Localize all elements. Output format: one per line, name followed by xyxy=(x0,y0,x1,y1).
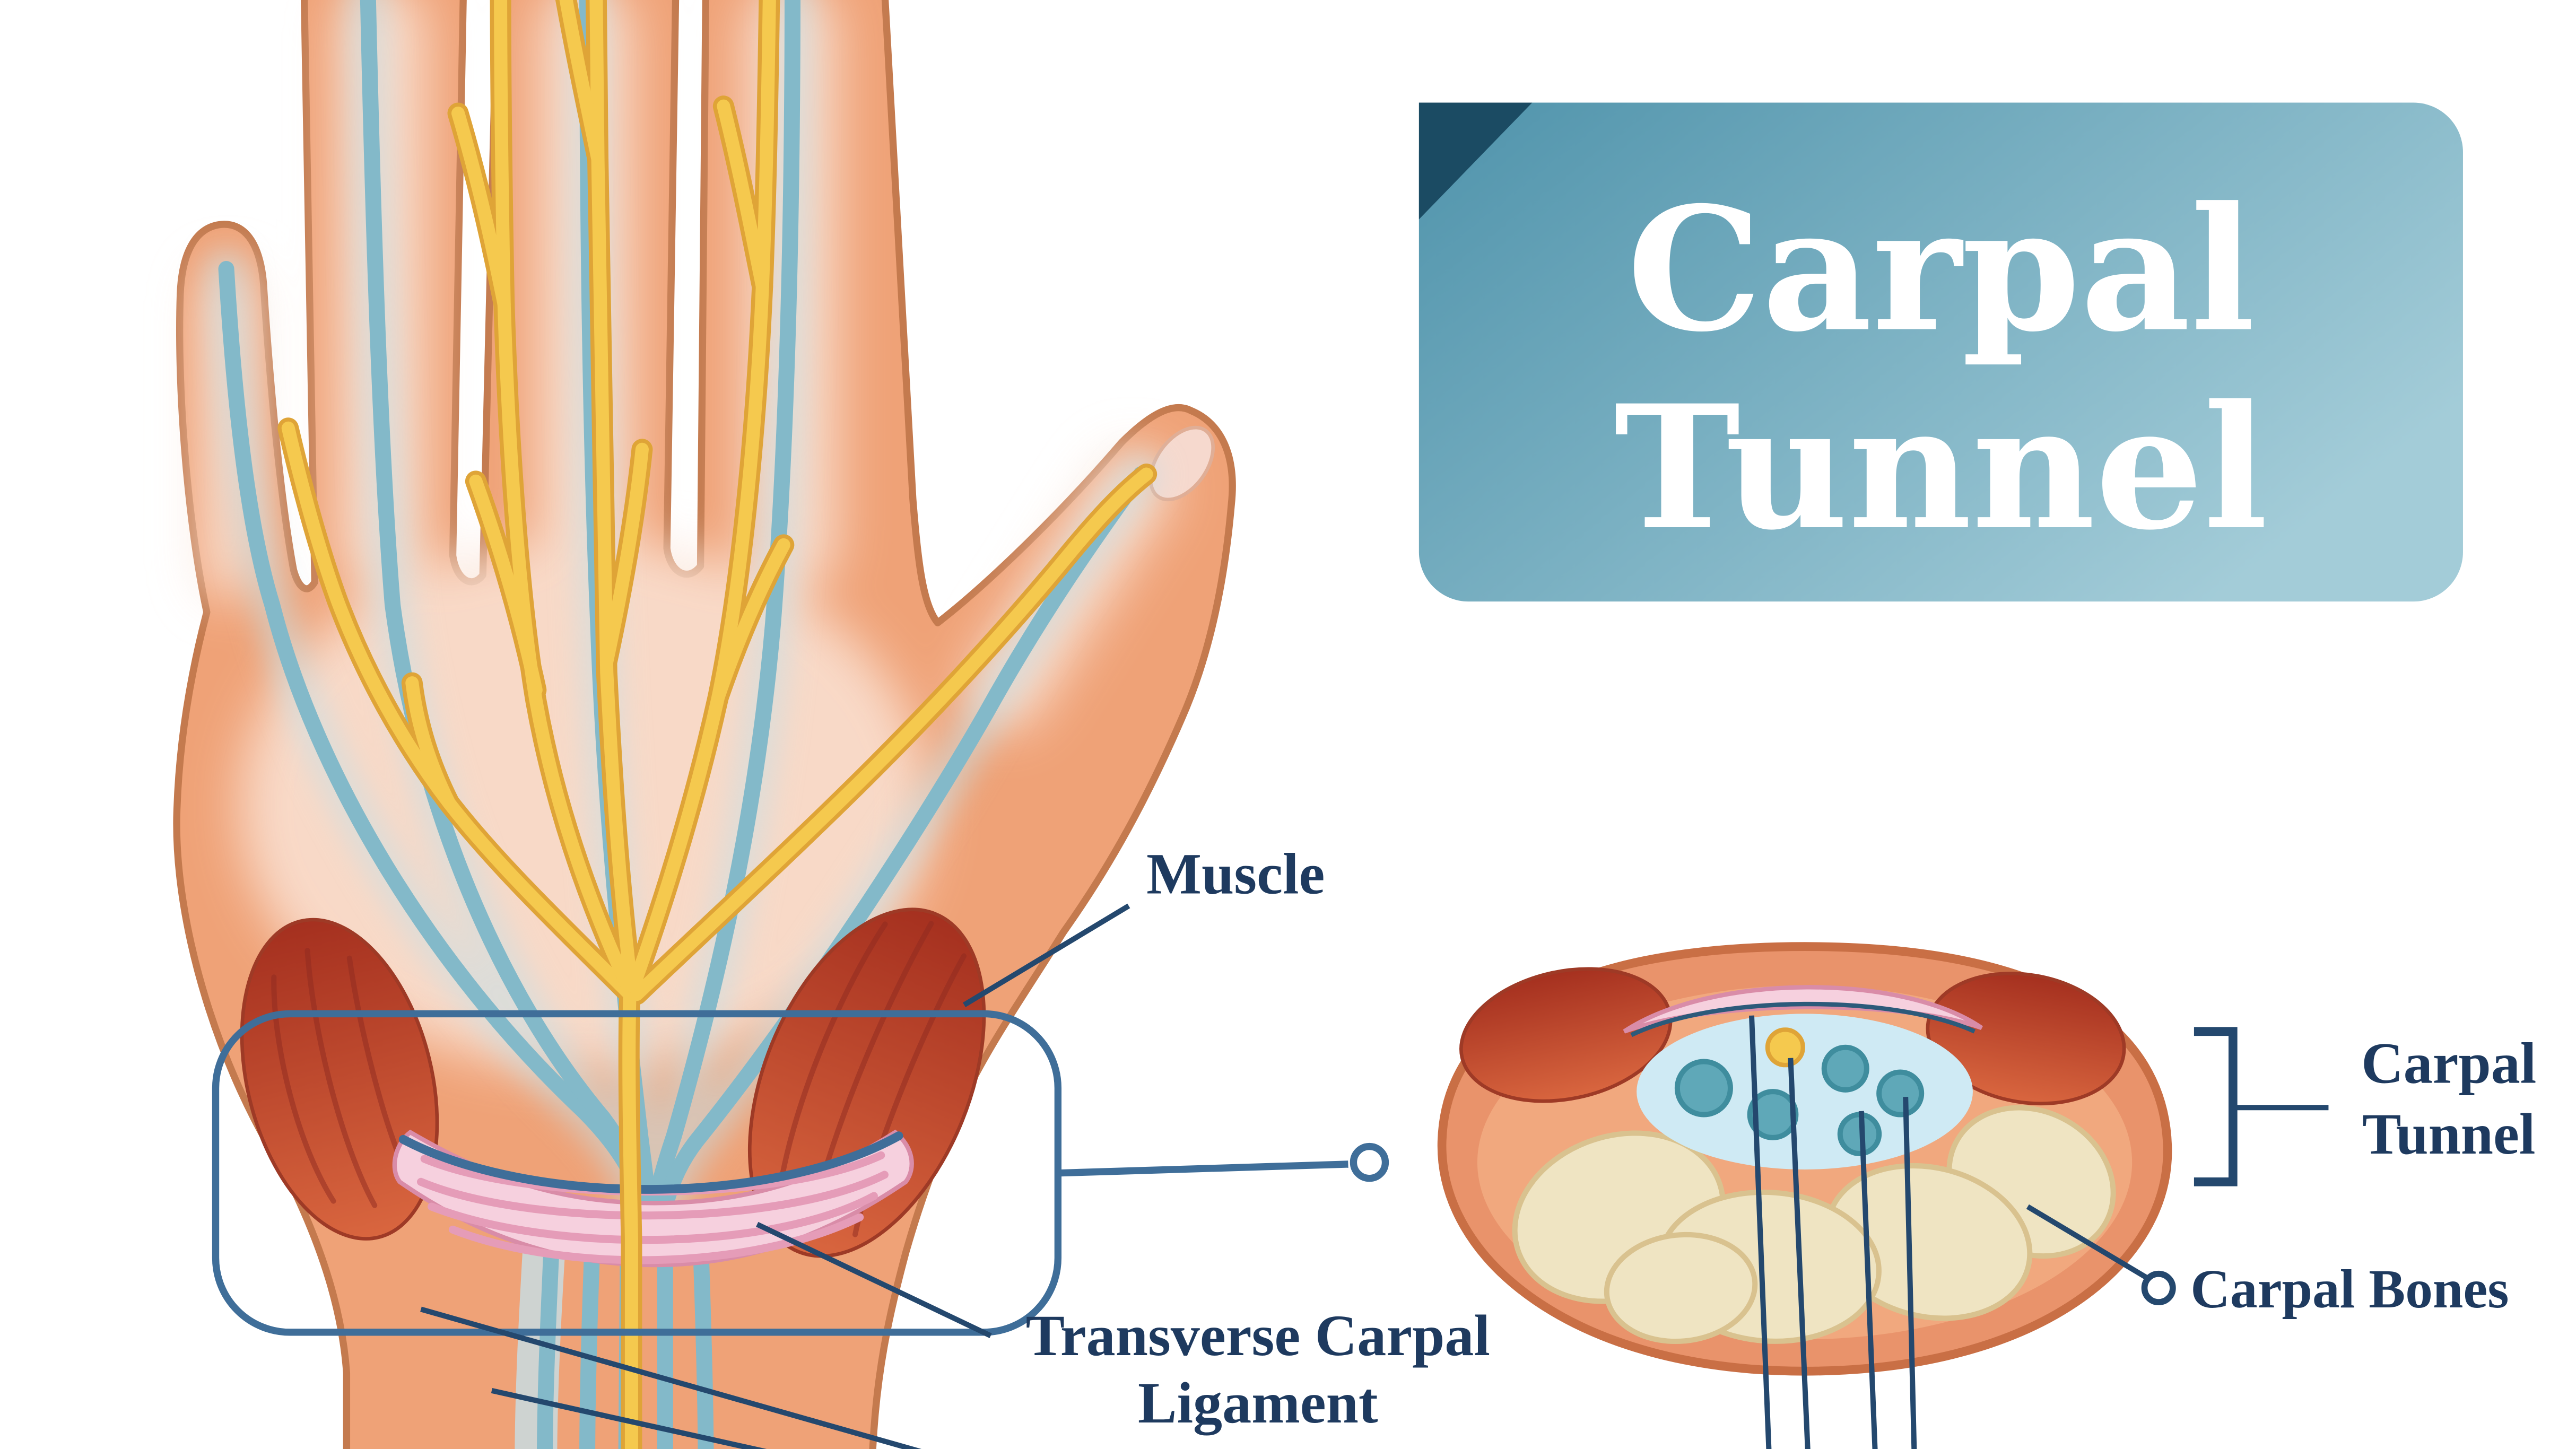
section-connector-line xyxy=(1059,1160,1348,1177)
tunnel-label-line-1: Carpal xyxy=(2361,1031,2536,1095)
cutoff-pointer-line xyxy=(491,1388,767,1449)
ligament-label-line-1: Transverse Carpal xyxy=(1026,1303,1490,1368)
tendon-circle xyxy=(1821,1044,1869,1093)
wrist-outline-box xyxy=(212,1010,1062,1336)
tendon-circle xyxy=(1674,1059,1733,1118)
banner-fold-corner-icon xyxy=(1418,102,1533,220)
tunnel-label-line-2: Tunnel xyxy=(2362,1102,2535,1166)
muscle-label: Muscle xyxy=(1146,842,1325,906)
tunnel-drop-lines xyxy=(1748,1015,1917,1449)
bones-label: Carpal Bones xyxy=(2190,1259,2509,1320)
median-nerve-circle xyxy=(1765,1027,1805,1068)
ligament-label-line-2: Ligament xyxy=(1138,1371,1378,1435)
tunnel-arch-line xyxy=(398,1131,903,1194)
tunnel-tendons-group xyxy=(1674,1044,1925,1156)
thumb-nail xyxy=(1148,425,1215,502)
hand-illustration xyxy=(173,0,1236,1449)
tunnel-bracket xyxy=(2194,1027,2238,1186)
ligament-pointer-line xyxy=(756,1221,992,1339)
bones-pointer-line xyxy=(2026,1204,2148,1280)
page-title-line-2: Tunnel xyxy=(1614,368,2268,568)
cross-ligament-underline xyxy=(1630,1001,1976,1037)
tendon-circle xyxy=(1747,1089,1799,1140)
wrist-cross-section xyxy=(1437,942,2172,1376)
carpal-bone xyxy=(1604,1232,1758,1345)
hypothenar-muscle xyxy=(240,918,439,1241)
tendon-circle xyxy=(1876,1069,1925,1118)
page-title-line-1: Carpal xyxy=(1627,169,2255,369)
callouts: Muscle Transverse Carpal Ligament Carpal… xyxy=(420,842,2536,1449)
cross-muscle-right xyxy=(1926,972,2126,1106)
muscle-pointer-line xyxy=(962,903,1130,1008)
cutoff-pointer-line xyxy=(420,1306,922,1449)
title-banner: Carpal Tunnel xyxy=(1418,102,2463,602)
carpal-tunnel-area xyxy=(1637,1014,1973,1169)
section-connector-dot-icon xyxy=(1350,1142,1389,1182)
banner-background xyxy=(1418,102,2463,602)
bones-marker-dot-icon xyxy=(2141,1270,2176,1305)
carpal-bones-group xyxy=(1512,1105,2116,1345)
